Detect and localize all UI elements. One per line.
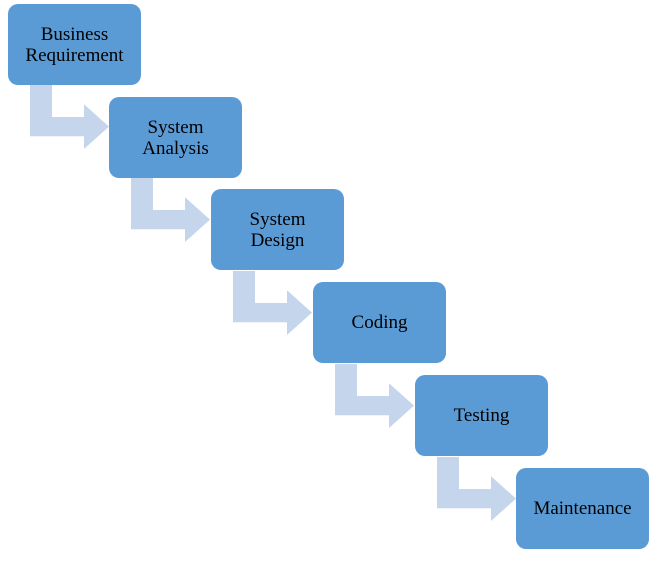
stage-label: Testing [453, 405, 510, 426]
flow-arrow-3 [233, 271, 312, 335]
stage-testing: Testing [415, 375, 548, 456]
stage-label: System Analysis [142, 116, 209, 159]
stage-label: System Design [249, 208, 306, 251]
stage-system-analysis: System Analysis [109, 97, 242, 178]
stage-system-design: System Design [211, 189, 344, 270]
stage-label: Business Requirement [25, 23, 124, 66]
stage-label: Maintenance [533, 498, 632, 519]
stage-business-requirement: Business Requirement [8, 4, 141, 85]
flow-arrow-1 [30, 85, 109, 149]
stage-maintenance: Maintenance [516, 468, 649, 549]
stage-label: Coding [351, 312, 408, 333]
flow-arrow-2 [131, 178, 210, 242]
stage-coding: Coding [313, 282, 446, 363]
flow-arrow-4 [335, 364, 414, 428]
flow-arrow-5 [437, 457, 516, 521]
